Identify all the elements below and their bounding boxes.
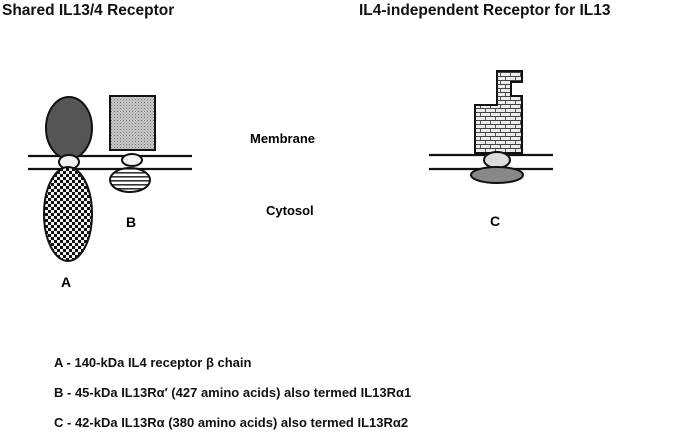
receptor-c: [470, 70, 524, 184]
receptor-a-extracellular-domain: [45, 96, 93, 160]
receptor-c-cytoplasmic-domain: [470, 166, 524, 184]
legend-item-a: A - 140-kDa IL4 receptor β chain: [54, 355, 252, 370]
receptor-b-transmembrane-domain: [121, 153, 143, 167]
receptor-b-cytoplasmic-domain: [109, 167, 151, 193]
cytosol-label: Cytosol: [266, 203, 314, 218]
receptor-b-extracellular-domain: [109, 95, 156, 151]
receptor-b-label: B: [126, 214, 136, 230]
legend-item-b: B - 45-kDa IL13Rα′ (427 amino acids) als…: [54, 385, 412, 400]
receptor-c-extracellular-domain: [474, 70, 523, 154]
receptor-c-label: C: [490, 213, 500, 229]
receptor-c-transmembrane-domain: [483, 151, 511, 169]
receptor-a-label: A: [61, 274, 71, 290]
title-il4-independent-receptor: IL4-independent Receptor for IL13: [359, 2, 611, 19]
membrane-label: Membrane: [250, 131, 315, 146]
legend-item-c: C - 42-kDa IL13Rα (380 amino acids) also…: [54, 415, 409, 430]
receptor-a-cytoplasmic-domain: [43, 166, 93, 262]
receptor-a: [43, 96, 93, 262]
title-shared-receptor: Shared IL13/4 Receptor: [2, 2, 175, 19]
membrane-left: [28, 154, 192, 171]
receptor-b: [109, 95, 156, 193]
